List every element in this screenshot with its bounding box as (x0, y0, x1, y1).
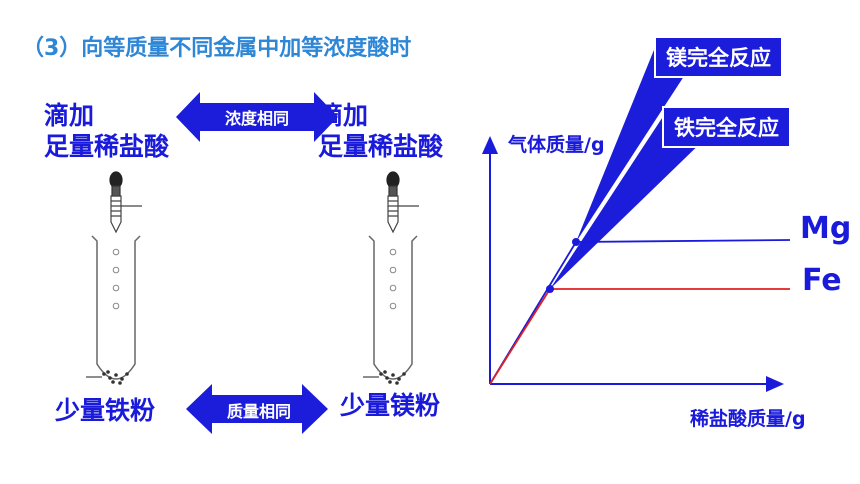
mg-complete-point (572, 238, 580, 246)
callout-mg-pointer (576, 40, 688, 242)
x-axis-label: 稀盐酸质量/g (690, 408, 806, 430)
right-dropper-icon (386, 171, 419, 234)
bottom-double-arrow (186, 384, 328, 434)
top-double-arrow (176, 92, 338, 142)
left-drop-line1: 滴加 (44, 101, 95, 130)
left-test-tube-icon (86, 235, 141, 385)
page-title: （3）向等质量不同金属中加等浓度酸时 (22, 36, 412, 61)
bottom-arrow-label: 质量相同 (226, 402, 291, 421)
fe-line (489, 288, 790, 385)
callout-mg: 镁完全反应 (654, 36, 783, 78)
right-drop-line2: 足量稀盐酸 (318, 132, 444, 161)
left-drop-label: 滴加 足量稀盐酸 (44, 100, 169, 162)
left-dropper-icon (109, 171, 142, 234)
fe-complete-point (546, 285, 554, 293)
y-axis-label: 气体质量/g (508, 134, 605, 156)
right-powder-label: 少量镁粉 (340, 391, 441, 420)
callout-fe: 铁完全反应 (662, 106, 791, 148)
top-arrow-label: 浓度相同 (224, 109, 289, 128)
right-test-tube-icon (363, 235, 418, 385)
left-drop-line2: 足量稀盐酸 (44, 132, 170, 161)
fe-line-label: Fe (802, 263, 842, 298)
callout-fe-pointer (550, 112, 712, 289)
mg-line-label: Mg (800, 211, 852, 246)
left-powder-label: 少量铁粉 (55, 396, 156, 425)
